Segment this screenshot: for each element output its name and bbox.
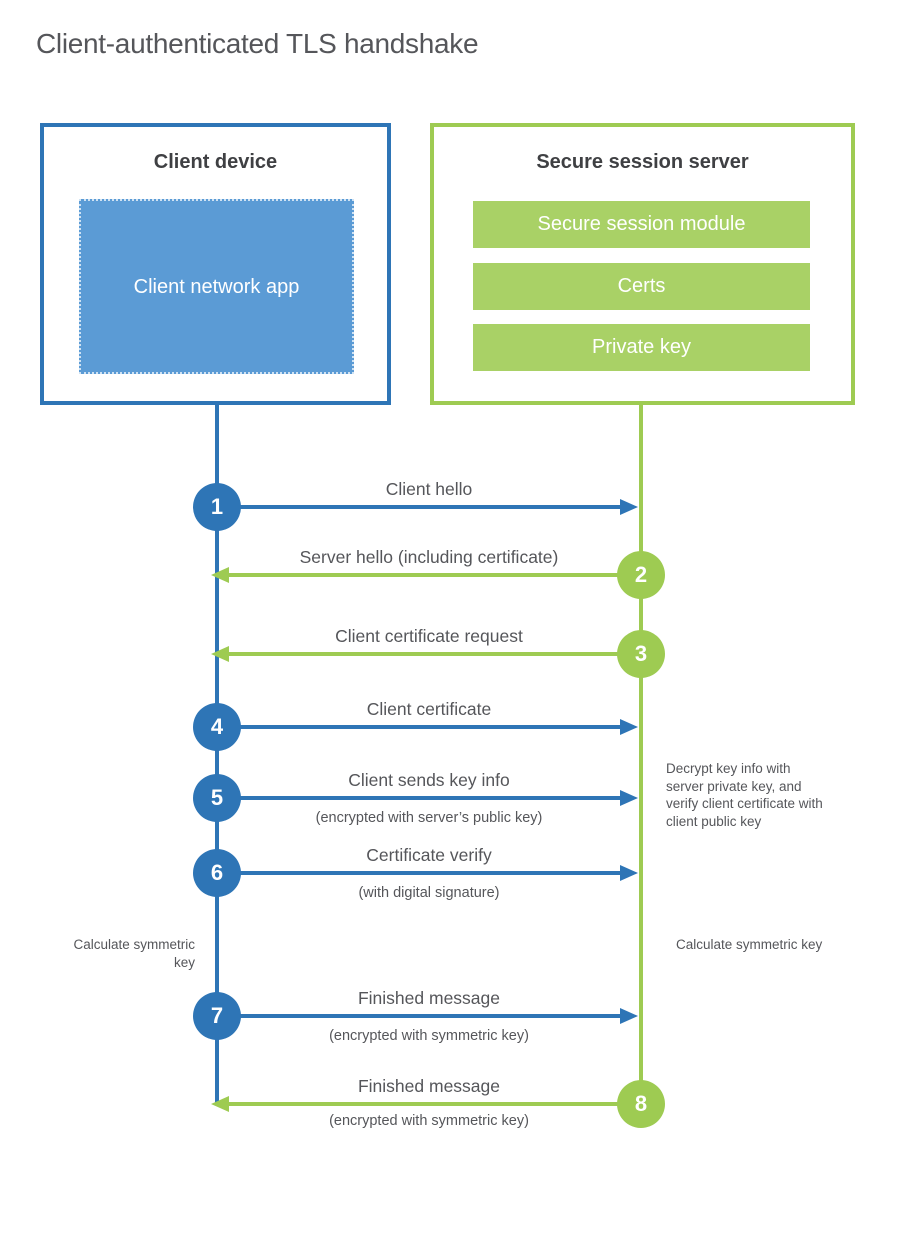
step-5-label: Client sends key info	[348, 770, 510, 790]
arrowhead-left-icon	[211, 1096, 229, 1112]
client-device-box: Client device Client network app	[40, 123, 391, 405]
step-8-sublabel: (encrypted with symmetric key)	[329, 1113, 529, 1129]
arrowhead-left-icon	[211, 567, 229, 583]
server-lifeline	[639, 405, 643, 1104]
step-7-badge: 7	[193, 992, 241, 1040]
step-4-arrow-line	[217, 725, 622, 729]
step-7-sublabel: (encrypted with symmetric key)	[329, 1028, 529, 1044]
step-6-label: Certificate verify	[366, 845, 492, 865]
arrowhead-right-icon	[620, 865, 638, 881]
step-5-sublabel: (encrypted with server’s public key)	[315, 810, 543, 826]
server-calculate-key-note: Calculate symmetric key	[676, 937, 823, 952]
client-network-app-label: Client network app	[133, 275, 300, 298]
step-1-badge: 1	[193, 483, 241, 531]
arrowhead-right-icon	[620, 719, 638, 735]
server-module-certs: Certs	[473, 263, 810, 310]
step-3-label: Client certificate request	[335, 626, 523, 646]
client-lifeline	[215, 405, 219, 1104]
arrowhead-right-icon	[620, 1008, 638, 1024]
client-network-app-box: Client network app	[79, 199, 354, 374]
step-5-badge: 5	[193, 774, 241, 822]
step-5-arrow-line	[217, 796, 622, 800]
server-module-private-key: Private key	[473, 324, 810, 371]
step-7-label: Finished message	[357, 988, 501, 1008]
step-8-badge: 8	[617, 1080, 665, 1128]
client-calculate-key-note: Calculate symmetric key	[73, 937, 195, 970]
step-2-badge: 2	[617, 551, 665, 599]
arrowhead-left-icon	[211, 646, 229, 662]
step-2-arrow-line	[229, 573, 641, 577]
step-7-arrow-line	[217, 1014, 622, 1018]
step-4-badge: 4	[193, 703, 241, 751]
step-4-label: Client certificate	[366, 699, 492, 719]
secure-session-server-title: Secure session server	[536, 151, 749, 173]
step-6-badge: 6	[193, 849, 241, 897]
arrowhead-right-icon	[620, 790, 638, 806]
step-8-arrow-line	[229, 1102, 641, 1106]
step-8-label: Finished message	[357, 1076, 501, 1096]
step-1-arrow-line	[217, 505, 622, 509]
server-module-secure-session: Secure session module	[473, 201, 810, 248]
secure-session-server-box: Secure session server Secure session mod…	[430, 123, 855, 405]
server-decrypt-note: Decrypt key info with server private key…	[666, 761, 823, 829]
arrowhead-right-icon	[620, 499, 638, 515]
step-3-arrow-line	[229, 652, 641, 656]
step-6-arrow-line	[217, 871, 622, 875]
diagram-title: Client-authenticated TLS handshake	[36, 28, 479, 59]
step-2-label: Server hello (including certificate)	[299, 547, 559, 567]
step-3-badge: 3	[617, 630, 665, 678]
step-6-sublabel: (with digital signature)	[358, 885, 500, 901]
step-1-label: Client hello	[385, 479, 473, 499]
client-device-title: Client device	[153, 151, 278, 173]
